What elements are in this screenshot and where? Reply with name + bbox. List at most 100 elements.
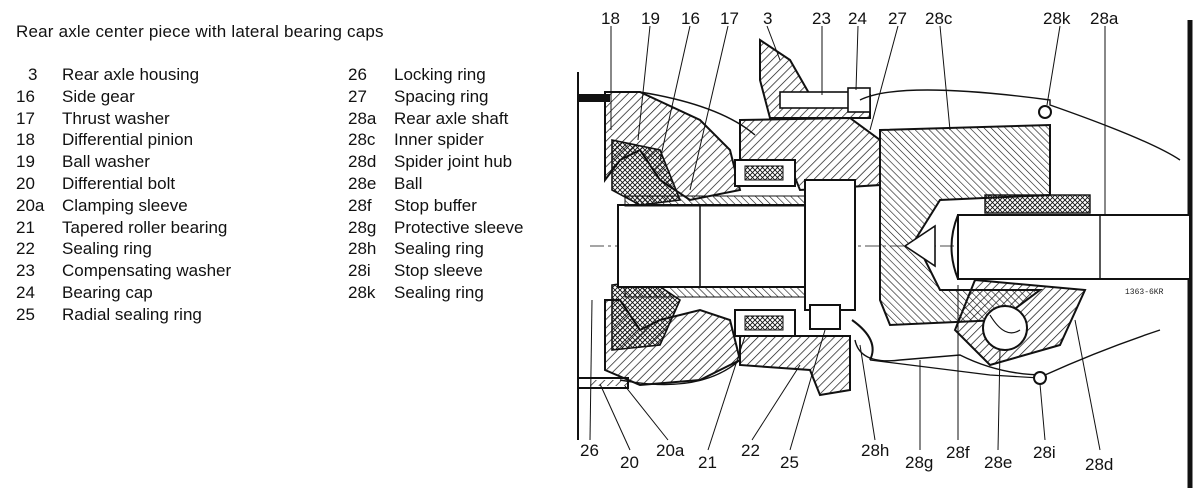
legend-label: Rear axle housing — [62, 65, 200, 84]
differential-bolt-upper — [578, 94, 610, 102]
legend-label: Differential bolt — [62, 173, 176, 193]
legend-item: 28a Rear axle shaft — [348, 108, 523, 130]
legend-number: 28e — [348, 173, 377, 193]
housing-outer-curve-lower — [619, 359, 741, 386]
bearing-cap-bolt-head — [847, 87, 871, 113]
legend-number: 22 — [16, 239, 35, 259]
callout-28i: 28i — [1033, 443, 1056, 462]
legend-number: 28d — [348, 152, 377, 172]
legend-label: Thrust washer — [62, 108, 170, 128]
legend-label: Clamping sleeve — [62, 195, 188, 215]
legend-number: 23 — [16, 261, 35, 281]
drawing-stamp: 1363-6KR — [1125, 288, 1164, 297]
legend-label: Sealing ring — [394, 239, 484, 259]
legend-number: 28k — [348, 282, 376, 302]
callout-19: 19 — [641, 9, 660, 28]
callout-28c: 28c — [925, 9, 953, 28]
legend-number: 20a — [16, 195, 45, 215]
ball — [982, 305, 1028, 351]
legend-number: 21 — [16, 217, 35, 237]
legend-number: 28c — [348, 130, 376, 150]
legend-number: 28g — [348, 217, 377, 237]
legend-item: 28e Ball — [348, 173, 523, 195]
legend-label: Bearing cap — [62, 282, 153, 302]
legend-item: 21 Tapered roller bearing — [16, 217, 231, 239]
stop-sleeve — [1033, 371, 1047, 385]
legend-item: 3 Rear axle housing — [16, 64, 231, 86]
legend-number: 24 — [16, 282, 35, 302]
legend-number: 17 — [16, 108, 35, 128]
callout-24: 24 — [848, 9, 867, 28]
sealing-ring-28h — [851, 319, 874, 361]
inner-spider — [879, 123, 1051, 327]
legend-label: Sealing ring — [62, 239, 152, 259]
legend-label: Radial sealing ring — [62, 304, 202, 324]
callout-28a: 28a — [1090, 9, 1119, 28]
legend-number: 18 — [16, 130, 35, 150]
side-gear-shaft — [617, 204, 809, 288]
compensating-washer — [779, 91, 851, 109]
legend-item: 22 Sealing ring — [16, 238, 231, 260]
callout-28h: 28h — [861, 441, 889, 460]
legend-number: 26 — [348, 65, 367, 84]
protective-sleeve-lower — [854, 329, 1161, 376]
radial-sealing-ring — [809, 304, 841, 330]
legend-label: Inner spider — [394, 130, 484, 150]
callout-20: 20 — [620, 453, 639, 472]
legend-label: Differential pinion — [62, 130, 194, 150]
callout-28k: 28k — [1043, 9, 1071, 28]
legend-item: 24 Bearing cap — [16, 282, 231, 304]
callout-23: 23 — [812, 9, 831, 28]
tapered-roller-bearing-lower-roller — [744, 315, 784, 331]
spider-joint-hub-band — [984, 194, 1091, 214]
legend-number: 27 — [348, 86, 367, 106]
legend-item: 28c Inner spider — [348, 129, 523, 151]
legend-number: 28a — [348, 108, 377, 128]
bearing-cap-lower — [739, 335, 851, 397]
side-gear-band — [624, 195, 806, 207]
protective-sleeve — [859, 89, 1181, 161]
rear-axle-shaft-end — [950, 214, 959, 280]
leader-lines-top — [610, 25, 1106, 215]
spacing-ring — [804, 179, 856, 311]
legend-label: Rear axle shaft — [394, 108, 509, 128]
legend-number: 16 — [16, 86, 35, 106]
rear-axle-shaft — [957, 214, 1191, 280]
callout-17: 17 — [720, 9, 739, 28]
side-gear-band-lower — [624, 286, 806, 298]
callout-28g: 28g — [905, 453, 933, 472]
legend-label: Locking ring — [394, 65, 486, 84]
callout-26: 26 — [580, 441, 599, 460]
leader-lines-bottom — [589, 285, 1101, 451]
callout-18: 18 — [601, 9, 620, 28]
callout-3: 3 — [763, 9, 772, 28]
callout-28d: 28d — [1085, 455, 1113, 474]
legend-label: Ball — [394, 173, 423, 193]
legend-item: 20a Clamping sleeve — [16, 195, 231, 217]
legend-label: Sealing ring — [394, 282, 484, 302]
callout-25: 25 — [780, 453, 799, 472]
callout-28e: 28e — [984, 453, 1012, 472]
ball-shading — [989, 314, 1021, 334]
legend-label: Tapered roller bearing — [62, 217, 228, 237]
legend-number: 28f — [348, 195, 372, 215]
legend-item: 17 Thrust washer — [16, 108, 231, 130]
clamping-sleeve — [590, 380, 628, 386]
callout-28f: 28f — [946, 443, 970, 462]
sealing-ring-28k — [1038, 105, 1052, 119]
legend-item: 18 Differential pinion — [16, 129, 231, 151]
legend-number: 19 — [16, 152, 35, 172]
legend-number: 3 — [28, 65, 38, 84]
axle-cross-section-drawing: 1363-6KR 18 19 16 17 3 23 24 27 28c 28k — [577, 9, 1193, 488]
